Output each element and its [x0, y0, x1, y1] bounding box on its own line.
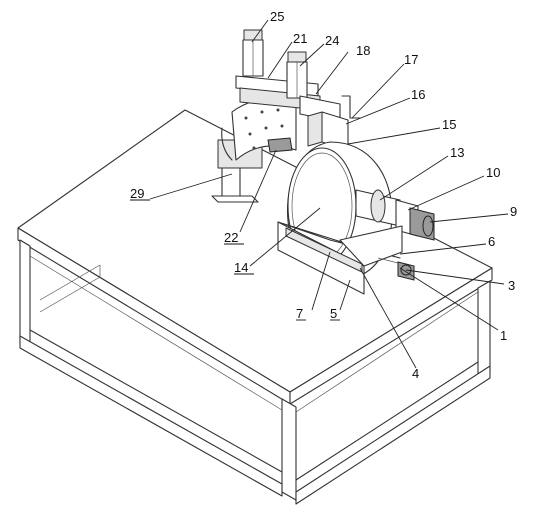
block-side	[307, 111, 323, 147]
frame-side-lower	[295, 365, 491, 505]
label-4: 4	[412, 366, 419, 381]
part-labels: 25 21 24 18 17 16 15 13 10 9 29 6 22 3 1…	[130, 9, 517, 381]
base-plate	[277, 221, 401, 259]
roller-clamp	[267, 137, 293, 153]
label-18: 18	[356, 43, 370, 58]
plate-rim	[221, 127, 233, 161]
support-post	[221, 167, 241, 199]
label-1: 1	[500, 328, 507, 343]
rail-inner-side	[295, 361, 479, 481]
label-29: 29	[130, 186, 144, 201]
base-plate-assembly	[277, 221, 415, 295]
pressing-block	[307, 95, 361, 151]
shaft-motor-assembly	[355, 189, 435, 241]
rail-back-left-2	[39, 276, 101, 313]
label-17: 17	[404, 52, 418, 67]
label-5: 5	[330, 306, 337, 321]
motor-end	[422, 215, 434, 237]
label-24: 24	[325, 33, 339, 48]
label-6: 6	[488, 234, 495, 249]
leg-front	[281, 398, 297, 501]
rail-inner-front	[29, 329, 283, 473]
label-21: 21	[293, 31, 307, 46]
left-mount-assembly	[211, 99, 297, 203]
leg-right	[477, 280, 491, 380]
label-25: 25	[270, 9, 284, 24]
shaft-collar	[370, 189, 386, 223]
label-14: 14	[234, 260, 248, 275]
hook-arm	[341, 95, 361, 119]
label-22: 22	[224, 230, 238, 245]
label-13: 13	[450, 145, 464, 160]
label-7: 7	[296, 306, 303, 321]
label-16: 16	[411, 87, 425, 102]
label-15: 15	[442, 117, 456, 132]
side-bracket	[339, 225, 403, 267]
label-10: 10	[486, 165, 500, 180]
support-base	[211, 195, 259, 203]
label-9: 9	[510, 204, 517, 219]
leg-front-left	[19, 239, 31, 351]
frame-front-lower	[19, 335, 283, 497]
table	[17, 109, 493, 505]
cylinder-right-cap	[287, 51, 307, 63]
leader-lines	[149, 19, 509, 369]
rail-back-left	[39, 264, 101, 301]
label-3: 3	[508, 278, 515, 293]
table-top-side-edge	[289, 267, 493, 405]
